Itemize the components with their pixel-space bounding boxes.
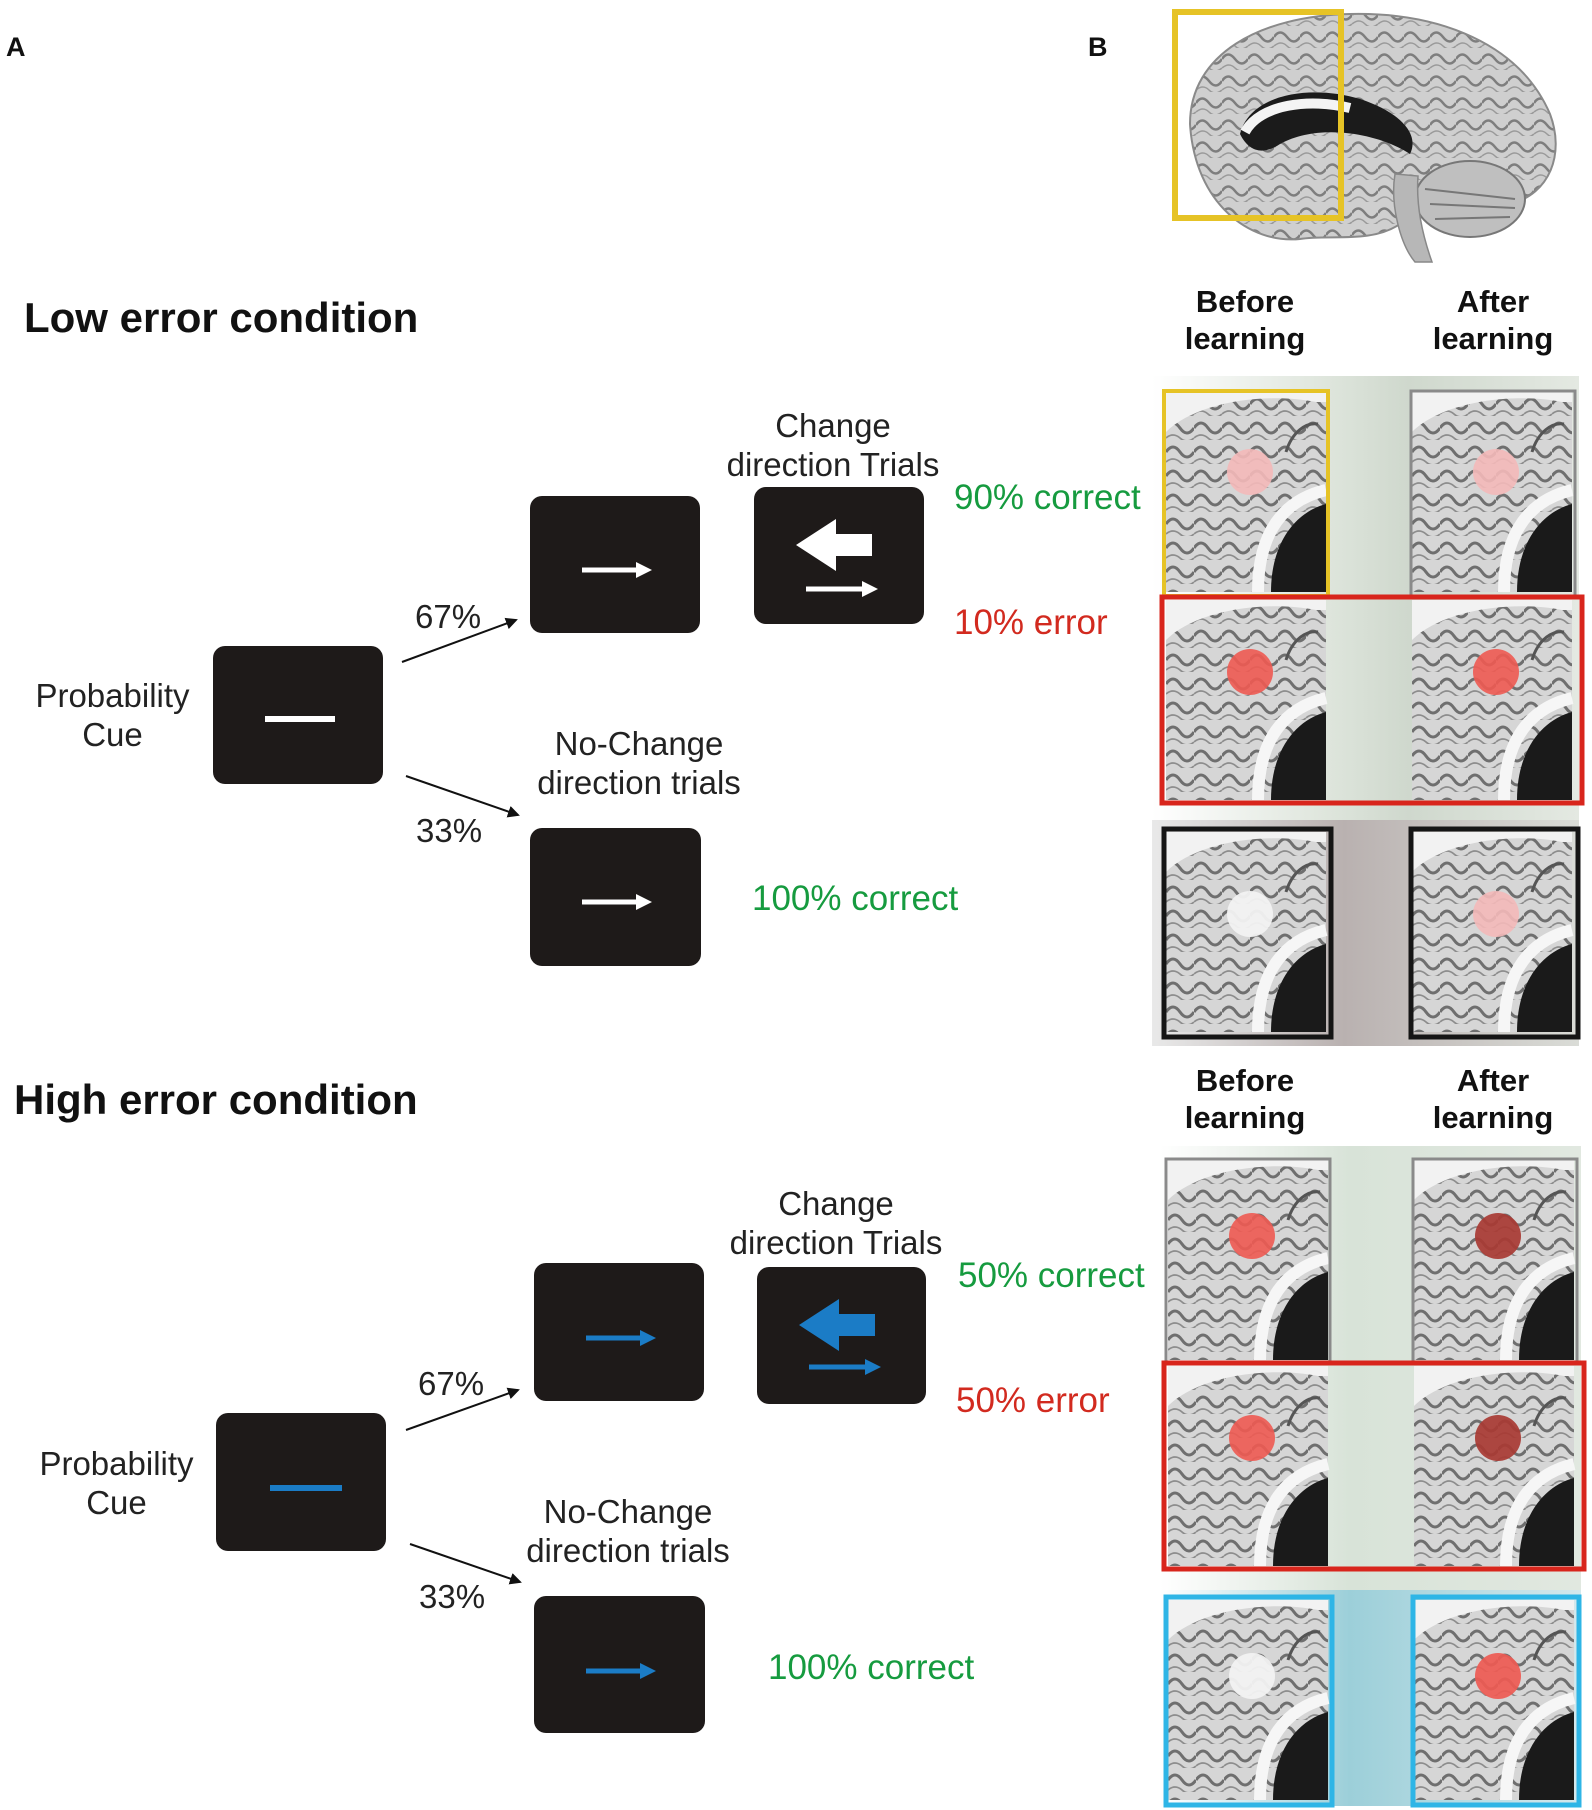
high-correct-after-brain: [1414, 1160, 1574, 1360]
high-after-learning-header: After learning: [1408, 1062, 1578, 1136]
high-nochange-after-brain: [1414, 1600, 1574, 1800]
low-after-learning-header: After learning: [1408, 283, 1578, 357]
high-probability-cue-screen: [216, 1413, 386, 1551]
low-error-before-brain: [1166, 600, 1326, 800]
low-nochange-before-brain: [1166, 832, 1326, 1032]
low-correct-after-brain: [1412, 392, 1572, 592]
low-condition-title: Low error condition: [24, 294, 419, 341]
low-before-learning-header-text: Before learning: [1184, 284, 1306, 356]
low-arrow-change: [401, 617, 518, 663]
high-change-arrows-icon: [799, 1299, 881, 1375]
high-cue-dash: [270, 1485, 342, 1491]
high-change-screen: [757, 1267, 926, 1404]
high-before-learning-header: Before learning: [1160, 1062, 1330, 1136]
high-cue-label: Probability Cue: [24, 1444, 209, 1522]
low-nochange-after-brain: [1412, 832, 1572, 1032]
low-before-learning-header: Before learning: [1160, 283, 1330, 357]
high-change-label-text: Change direction Trials: [729, 1185, 943, 1261]
panel-label-a: A: [6, 32, 26, 62]
high-nochange-label: No-Change direction trials: [503, 1492, 753, 1570]
high-error-red-frame: [1161, 1360, 1587, 1572]
high-nochange-screen: [534, 1596, 705, 1733]
low-error-after-brain: [1412, 600, 1572, 800]
high-change-label: Change direction Trials: [714, 1184, 958, 1262]
high-condition-title: High error condition: [14, 1076, 418, 1123]
low-nochange-label: No-Change direction trials: [514, 724, 764, 802]
high-error-after-brain: [1414, 1366, 1574, 1566]
low-correct-before-brain: [1166, 392, 1326, 592]
high-after-learning-header-text: After learning: [1432, 1063, 1554, 1135]
high-nochange-correct: 100% correct: [768, 1648, 975, 1687]
sagittal-brain-image: [1172, 9, 1557, 263]
high-probability-nochange: 33%: [419, 1578, 486, 1615]
high-nochange-after-cyan-frame: [1410, 1594, 1582, 1808]
low-error-red-frame: [1159, 594, 1585, 806]
low-probability-nochange: 33%: [416, 812, 483, 849]
low-probability-cue-screen: [213, 646, 383, 784]
low-nochange-label-text: No-Change direction trials: [537, 725, 741, 801]
high-nochange-label-text: No-Change direction trials: [526, 1493, 730, 1569]
low-arrow-nochange: [405, 775, 520, 818]
low-stimulus-screen: [530, 496, 700, 633]
low-change-correct: 90% correct: [954, 478, 1141, 517]
low-cue-dash: [265, 716, 335, 722]
high-correct-before-brain: [1168, 1160, 1328, 1360]
low-cue-label-text: Probability Cue: [35, 677, 190, 753]
high-nochange-right-arrow-icon: [586, 1663, 656, 1679]
panel-label-b: B: [1088, 32, 1108, 62]
low-change-screen: [754, 487, 924, 624]
low-cue-label: Probability Cue: [20, 676, 205, 754]
low-change-label-text: Change direction Trials: [726, 407, 940, 483]
low-nochange-correct: 100% correct: [752, 879, 959, 918]
low-right-arrow-icon: [582, 562, 652, 578]
low-change-arrows-icon: [796, 519, 878, 597]
low-change-label: Change direction Trials: [712, 406, 954, 484]
low-change-error: 10% error: [954, 603, 1108, 642]
high-cue-label-text: Probability Cue: [39, 1445, 194, 1521]
high-nochange-before-brain: [1168, 1600, 1328, 1800]
low-after-learning-header-text: After learning: [1432, 284, 1554, 356]
high-change-correct: 50% correct: [958, 1256, 1145, 1295]
low-nochange-after-black-frame: [1408, 826, 1581, 1040]
high-arrow-change: [405, 1387, 520, 1431]
high-error-before-brain: [1168, 1366, 1328, 1566]
high-change-error: 50% error: [956, 1381, 1110, 1420]
high-nochange-before-cyan-frame: [1163, 1594, 1335, 1808]
high-probability-change: 67%: [418, 1365, 485, 1402]
low-nochange-right-arrow-icon: [582, 894, 652, 910]
high-arrow-nochange: [409, 1543, 522, 1585]
low-nochange-screen: [530, 828, 701, 966]
low-nochange-before-black-frame: [1161, 826, 1334, 1040]
high-before-learning-header-text: Before learning: [1184, 1063, 1306, 1135]
low-probability-change: 67%: [415, 598, 482, 635]
high-stimulus-screen: [534, 1263, 704, 1401]
high-right-arrow-icon: [586, 1330, 656, 1346]
